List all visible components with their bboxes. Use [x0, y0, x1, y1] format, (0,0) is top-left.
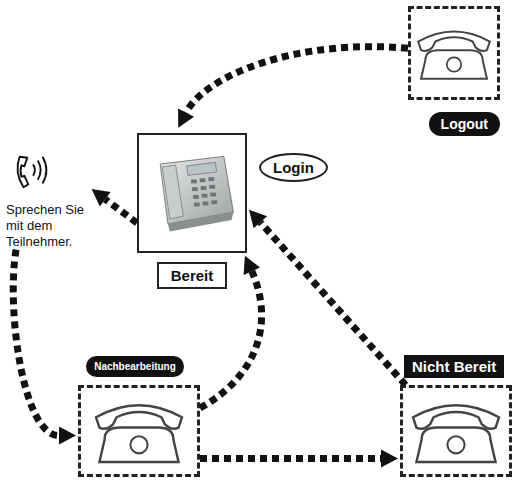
state-box — [400, 385, 512, 477]
state-node: LoginBereit — [137, 133, 247, 289]
phone-base — [99, 428, 178, 462]
state-node: Nicht Bereit — [400, 355, 518, 477]
flow-arrow — [178, 47, 408, 128]
phone-key — [211, 200, 217, 204]
state-box — [408, 6, 500, 100]
phone-handset — [162, 165, 183, 219]
phone-key — [209, 185, 215, 189]
sound-wave — [43, 157, 47, 184]
arrow-head — [178, 108, 194, 127]
handset-symbol — [17, 157, 28, 188]
phone-dial — [447, 57, 461, 71]
flow-arrow — [13, 250, 76, 445]
phone-handset — [413, 405, 499, 429]
label-row: Logout — [404, 112, 500, 136]
label-row: Bereit — [137, 262, 247, 289]
dashed-line — [200, 271, 262, 408]
arrow-head — [249, 210, 267, 229]
phone-handset — [418, 32, 490, 52]
phone-base — [421, 50, 487, 79]
desk-phone-icon — [139, 135, 245, 251]
phone-key — [200, 178, 206, 182]
phone-key — [201, 186, 207, 190]
sound-wave — [38, 161, 41, 180]
phone-icon — [81, 388, 197, 474]
phone-dial — [447, 436, 464, 453]
instruction-text: Sprechen Sie mit dem Teilnehmer. — [6, 202, 90, 250]
sound-wave — [33, 164, 35, 175]
state-node: Logout — [404, 6, 500, 136]
state-box — [137, 133, 247, 253]
login-oval: Login — [259, 153, 328, 182]
dashed-line — [200, 455, 381, 462]
label-row: Nicht Bereit — [404, 355, 518, 378]
phone-icon — [411, 9, 497, 97]
dashed-line — [186, 47, 408, 113]
phone-key — [191, 180, 197, 184]
state-pill: Nachbearbeitung — [86, 356, 184, 377]
dashed-line — [260, 222, 405, 385]
state-node: Nachbearbeitung — [66, 356, 204, 477]
arrow-head — [381, 450, 398, 468]
phone-dial — [130, 436, 147, 453]
arrow-head — [244, 256, 260, 275]
phone-key — [194, 203, 200, 207]
arrow-head — [59, 427, 76, 445]
phone-body — [160, 156, 233, 223]
state-pill: Logout — [429, 112, 500, 136]
arrow-head — [92, 189, 111, 206]
phone-key — [203, 201, 209, 205]
state-node: Sprechen Sie mit dem Teilnehmer. — [6, 150, 90, 250]
flow-arrow — [200, 450, 398, 468]
phone-key — [202, 194, 208, 198]
state-label-dark: Nicht Bereit — [404, 355, 504, 378]
state-label: Bereit — [157, 262, 228, 289]
label-row: Nachbearbeitung — [66, 356, 204, 377]
phone-key — [193, 195, 199, 199]
flow-arrow — [92, 189, 137, 223]
flow-arrow — [249, 210, 406, 385]
phone-icon — [403, 388, 509, 474]
phone-key — [210, 193, 216, 197]
phone-key — [192, 187, 198, 191]
phone-display — [187, 162, 217, 175]
talking-icon — [12, 150, 54, 194]
phone-key — [208, 177, 214, 181]
dashed-line — [13, 250, 59, 436]
state-box — [78, 385, 200, 477]
phone-base — [416, 428, 495, 462]
dashed-line — [105, 199, 137, 223]
phone-handset — [96, 405, 182, 429]
